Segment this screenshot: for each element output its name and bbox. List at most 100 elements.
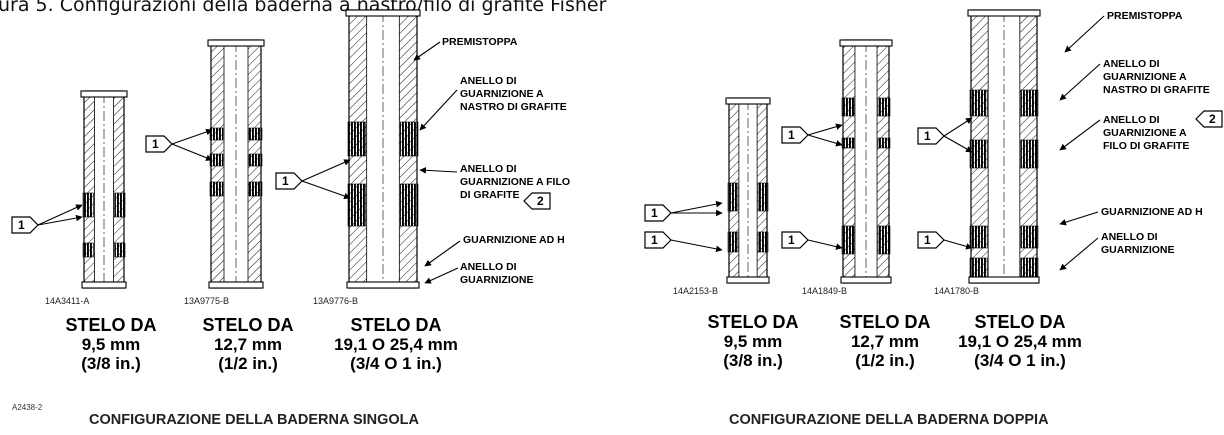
leader-arrow [807, 134, 843, 147]
leader-arrow [807, 123, 843, 136]
stem-size-double-3: STELO DA 19,1 O 25,4 mm (3/4 O 1 in.) [935, 312, 1105, 371]
stem-line3: (3/8 in.) [723, 351, 783, 370]
label-ribbon-ring-single: ANELLO DI GUARNIZIONE A NASTRO DI GRAFIT… [460, 75, 567, 114]
leader-ribbon [419, 89, 458, 131]
label-ribbon-line1: ANELLO DI [460, 75, 517, 87]
stem-single-3-top-flange [345, 9, 421, 17]
packing-ring-right [877, 137, 891, 149]
packing-ring-right [248, 127, 263, 141]
stem-line1: STELO DA [974, 312, 1066, 332]
callout-flag-1 [145, 135, 173, 153]
packing-ring-right [877, 225, 891, 255]
callout-flag-1 [917, 127, 945, 145]
stem-line1: STELO DA [707, 312, 799, 332]
leader-arrow [943, 117, 973, 137]
leader-arrow [37, 214, 83, 226]
stem-double-2-base [840, 276, 892, 284]
figure-caption: ura 5. Configurazioni della baderna a na… [0, 0, 607, 16]
stem-line2: 19,1 O 25,4 mm [334, 335, 458, 354]
packing-ring-right [248, 181, 263, 197]
label-filament-line3: DI GRAFITE [460, 189, 520, 201]
leader-arrow [171, 143, 213, 161]
stem-single-1-base [81, 281, 127, 289]
stem-double-1-base [726, 276, 770, 284]
callout-flag-2 [1195, 110, 1223, 128]
label-filament-line1: ANELLO DI [460, 163, 517, 175]
callout-flag-1 [781, 126, 809, 144]
label-packing-line2: GUARNIZIONE [1101, 244, 1175, 256]
label-ribbon-line2: GUARNIZIONE A [460, 88, 544, 100]
callout-number-1: 1 [651, 233, 658, 247]
stem-double-3-base [968, 276, 1040, 284]
packing-ring-left [347, 183, 366, 227]
stem-double-3-top-flange [967, 9, 1041, 17]
label-packing-line1: ANELLO DI [460, 261, 517, 273]
leader-arrow [943, 239, 973, 250]
stem-line2: 9,5 mm [723, 332, 783, 351]
leader-lantern [1059, 211, 1099, 226]
label-premistoppa-single: PREMISTOPPA [442, 36, 518, 48]
packing-ring-left [969, 89, 988, 117]
callout-number-1: 1 [651, 206, 658, 220]
packing-ring-left [841, 97, 855, 117]
packing-ring-right [400, 121, 419, 157]
drawing-number: 14A1780-B [934, 286, 980, 296]
stem-line1: STELO DA [839, 312, 931, 332]
packing-ring-left [727, 182, 739, 212]
reference-code: A2438-2 [12, 403, 43, 412]
packing-ring-left [82, 242, 94, 258]
label-packing-line2: GUARNIZIONE [460, 274, 534, 286]
stem-size-single-3: STELO DA 19,1 O 25,4 mm (3/4 O 1 in.) [311, 315, 481, 374]
label-packing-ring-single: ANELLO DI GUARNIZIONE [460, 261, 534, 287]
label-ribbon-line3: NASTRO DI GRAFITE [1103, 84, 1210, 96]
leader-filament [419, 167, 458, 174]
label-lantern-ring-double: GUARNIZIONE AD H [1101, 206, 1203, 218]
callout-number-1: 1 [18, 218, 25, 232]
callout-flag-1 [275, 172, 303, 190]
stem-double-1-top-flange [725, 97, 771, 105]
stem-line3: (1/2 in.) [855, 351, 915, 370]
stem-line1: STELO DA [202, 315, 294, 335]
drawing-number: 13A9776-B [313, 296, 359, 306]
stem-line1: STELO DA [350, 315, 442, 335]
stem-line2: 9,5 mm [81, 335, 141, 354]
stem-size-single-1: STELO DA 9,5 mm (3/8 in.) [26, 316, 196, 374]
label-filament-ring-single: ANELLO DI GUARNIZIONE A FILO DI GRAFITE [460, 163, 570, 202]
leader-arrow [943, 135, 973, 153]
title-single-packing: CONFIGURAZIONE DELLA BADERNA SINGOLA [89, 412, 420, 428]
leader-arrow [171, 128, 213, 145]
leader-packing [424, 267, 459, 284]
packing-ring-right [114, 242, 126, 258]
packing-ring-left [841, 137, 855, 149]
drawing-number: 14A1849-B [802, 286, 848, 296]
stem-line3: (3/8 in.) [81, 354, 141, 373]
callout-number-1: 1 [788, 128, 795, 142]
callout-number-1: 1 [924, 233, 931, 247]
stem-line3: (3/4 O 1 in.) [350, 354, 442, 373]
leader-arrow [37, 204, 83, 226]
leader-arrow [670, 200, 723, 214]
packing-ring-left [209, 127, 224, 141]
packing-ring-left [727, 231, 739, 253]
packing-ring-left [969, 139, 988, 169]
packing-ring-right [248, 153, 263, 167]
callout-flag-1 [781, 231, 809, 249]
label-filament-ring-double: ANELLO DI GUARNIZIONE A FILO DI GRAFITE [1103, 114, 1189, 153]
packing-ring-right [400, 183, 419, 227]
leader-premistoppa [1064, 15, 1105, 53]
stem-line3: (1/2 in.) [218, 354, 278, 373]
label-premistoppa-double: PREMISTOPPA [1107, 10, 1183, 22]
packing-ring-right [757, 231, 769, 253]
callout-number-1: 1 [282, 174, 289, 188]
packing-ring-right [114, 192, 126, 218]
title-double-packing: CONFIGURAZIONE DELLA BADERNA DOPPIA [729, 412, 1049, 428]
packing-ring-left [209, 181, 224, 197]
label-ribbon-line3: NASTRO DI GRAFITE [460, 101, 567, 113]
callout-flag-1 [644, 204, 672, 222]
packing-ring-right [1020, 89, 1039, 117]
packing-ring-right [1020, 225, 1039, 249]
stem-single-3-base [346, 281, 420, 289]
label-lantern-ring-single: GUARNIZIONE AD H [463, 234, 565, 246]
callout-number-1: 1 [924, 129, 931, 143]
